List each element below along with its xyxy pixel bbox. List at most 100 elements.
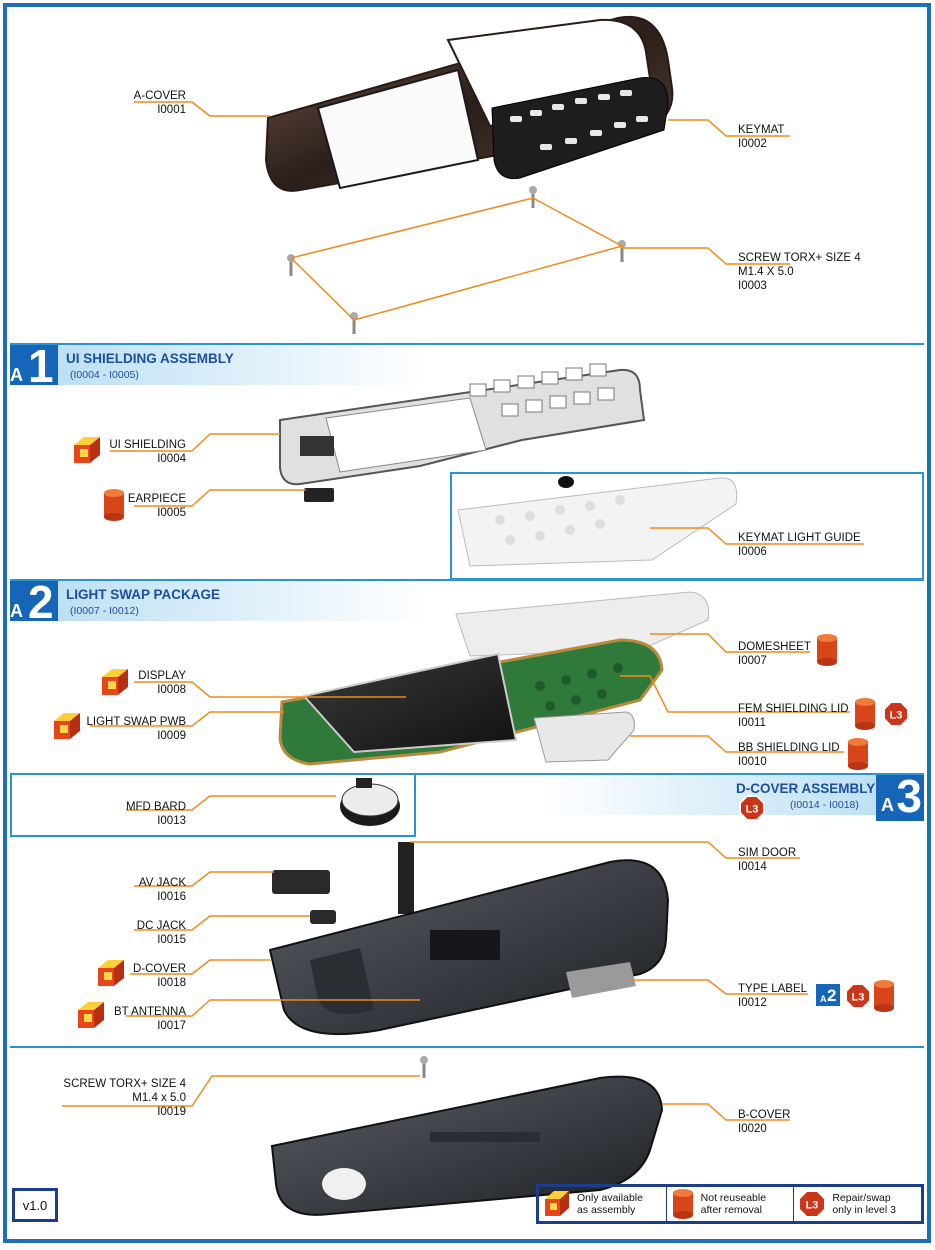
- dc-jack-illustration: [310, 910, 336, 924]
- type-label-illustration: [566, 962, 636, 998]
- orange-cube-icon: [74, 437, 100, 463]
- part-name: BT ANTENNA: [114, 1006, 186, 1018]
- mfd-bard-box: [10, 773, 416, 837]
- section-1-number: 1: [28, 340, 54, 392]
- a-cover-label: A-COVER I0001: [120, 89, 186, 117]
- part-code: I0010: [738, 756, 767, 768]
- part-name: KEYMAT: [738, 124, 785, 136]
- section-2-title: LIGHT SWAP PACKAGE: [66, 587, 221, 602]
- av-jack-label: AV JACK I0016: [110, 876, 186, 904]
- red-cylinder-icon: [817, 634, 837, 666]
- mfd-bard-label: MFD BARD I0013: [110, 800, 186, 828]
- part-code: I0001: [157, 104, 186, 116]
- part-name: DC JACK: [136, 920, 186, 932]
- legend-text-level3: Repair/swap only in level 3: [832, 1192, 896, 1216]
- l3-octagon-icon: L3: [739, 795, 765, 821]
- part-code: I0006: [738, 546, 767, 558]
- part-name: B-COVER: [738, 1109, 791, 1121]
- section-2-number: 2: [28, 576, 54, 628]
- part-spec: M1.4 x 5.0: [132, 1092, 186, 1104]
- l3-octagon-icon: L3: [800, 1192, 825, 1216]
- dc-jack-label: DC JACK I0015: [110, 919, 186, 947]
- keymat-light-guide-box: [450, 472, 924, 580]
- domesheet-illustration: [455, 591, 710, 657]
- keymat-light-guide-label: KEYMAT LIGHT GUIDE I0006: [738, 531, 861, 559]
- section-1-range: (I0004 - I0005): [70, 369, 139, 381]
- part-code: I0008: [157, 684, 186, 696]
- part-code: I0005: [157, 507, 186, 519]
- sim-door-illustration: [398, 842, 414, 914]
- divider-2: [10, 579, 924, 581]
- part-code: I0011: [738, 717, 766, 729]
- earpiece-label: EARPIECE I0005: [110, 492, 186, 520]
- d-cover-illustration: [268, 859, 670, 1036]
- red-cylinder-icon: [104, 489, 124, 521]
- part-code: I0004: [157, 453, 186, 465]
- section-3-range: (I0014 - I0018): [790, 799, 859, 811]
- part-name: KEYMAT LIGHT GUIDE: [738, 532, 861, 544]
- orange-cube-icon: [98, 960, 124, 986]
- part-code: I0007: [738, 655, 767, 667]
- part-name: DOMESHEET: [738, 641, 811, 653]
- screw-bottom-illustration: [420, 1056, 428, 1064]
- section-2-letter: A: [10, 601, 23, 621]
- av-jack-illustration: [272, 870, 330, 894]
- d-cover-label: D-COVER I0018: [110, 962, 186, 990]
- part-spec: M1.4 X 5.0: [738, 266, 794, 278]
- legend-item-assembly: Only available as assembly: [539, 1187, 667, 1221]
- red-cylinder-icon: [848, 738, 868, 770]
- screw-bottom-label: SCREW TORX+ SIZE 4 M1.4 x 5.0 I0019: [40, 1077, 186, 1119]
- part-name: D-COVER: [132, 963, 186, 975]
- screw-top-label: SCREW TORX+ SIZE 4 M1.4 X 5.0 I0003: [738, 251, 861, 293]
- sim-door-label: SIM DOOR I0014: [738, 846, 796, 874]
- part-code: I0019: [157, 1106, 186, 1118]
- part-name: SIM DOOR: [738, 847, 797, 859]
- section-2-header: A 2 LIGHT SWAP PACKAGE (I0007 - I0012): [10, 576, 430, 628]
- part-code: I0012: [738, 997, 767, 1009]
- section-1-letter: A: [10, 365, 23, 385]
- section-3-header: A 3 D-COVER ASSEMBLY (I0014 - I0018): [540, 770, 924, 822]
- earpiece-illustration: [304, 488, 334, 502]
- legend: Only available as assembly Not reuseable…: [536, 1184, 924, 1224]
- part-name: A-COVER: [133, 90, 186, 102]
- part-name: SCREW TORX+ SIZE 4: [738, 252, 861, 264]
- bt-antenna-label: BT ANTENNA I0017: [100, 1005, 186, 1033]
- type-label-label: TYPE LABEL I0012: [738, 982, 807, 1010]
- part-name: SCREW TORX+ SIZE 4: [63, 1078, 186, 1090]
- l3-octagon-icon: L3: [883, 701, 909, 727]
- part-code: I0013: [157, 815, 186, 827]
- domesheet-label: DOMESHEET I0007: [738, 640, 811, 668]
- red-cylinder-icon: [874, 980, 894, 1012]
- part-name: EARPIECE: [127, 493, 186, 505]
- part-code: I0009: [157, 730, 186, 742]
- part-code: I0017: [157, 1020, 186, 1032]
- section-1-header: A 1 UI SHIELDING ASSEMBLY (I0004 - I0005…: [10, 340, 430, 392]
- legend-item-level3: L3 Repair/swap only in level 3: [794, 1187, 921, 1221]
- b-cover-illustration: [270, 1075, 664, 1216]
- svg-text:L3: L3: [806, 1200, 819, 1212]
- part-name: MFD BARD: [125, 801, 186, 813]
- orange-cube-icon: [78, 1002, 104, 1028]
- part-name: TYPE LABEL: [738, 983, 808, 995]
- orange-cube-icon: [54, 713, 80, 739]
- orange-cube-icon: [545, 1191, 569, 1216]
- part-code: I0003: [738, 280, 767, 292]
- legend-item-not-reuseable: Not reuseable after removal: [667, 1187, 795, 1221]
- light-swap-pwb-label: LIGHT SWAP PWB I0009: [84, 715, 186, 743]
- section-3-letter: A: [881, 795, 894, 815]
- divider-4: [10, 1046, 924, 1048]
- b-cover-label: B-COVER I0020: [738, 1108, 790, 1136]
- display-label: DISPLAY I0008: [126, 669, 186, 697]
- svg-text:L3: L3: [890, 710, 903, 722]
- orange-cube-icon: [102, 669, 128, 695]
- version-badge: v1.0: [12, 1188, 58, 1222]
- red-cylinder-icon: [672, 1189, 693, 1219]
- section-1-title: UI SHIELDING ASSEMBLY: [66, 351, 234, 366]
- legend-text-not-reuseable: Not reuseable after removal: [700, 1192, 767, 1216]
- part-code: I0020: [738, 1123, 767, 1135]
- keymat-label: KEYMAT I0002: [738, 123, 784, 151]
- part-name: LIGHT SWAP PWB: [86, 716, 186, 728]
- part-name: FEM SHIELDING LID: [738, 703, 849, 715]
- l3-octagon-icon: L3: [845, 983, 871, 1009]
- fem-shielding-lid-label: FEM SHIELDING LID I0011: [738, 702, 849, 730]
